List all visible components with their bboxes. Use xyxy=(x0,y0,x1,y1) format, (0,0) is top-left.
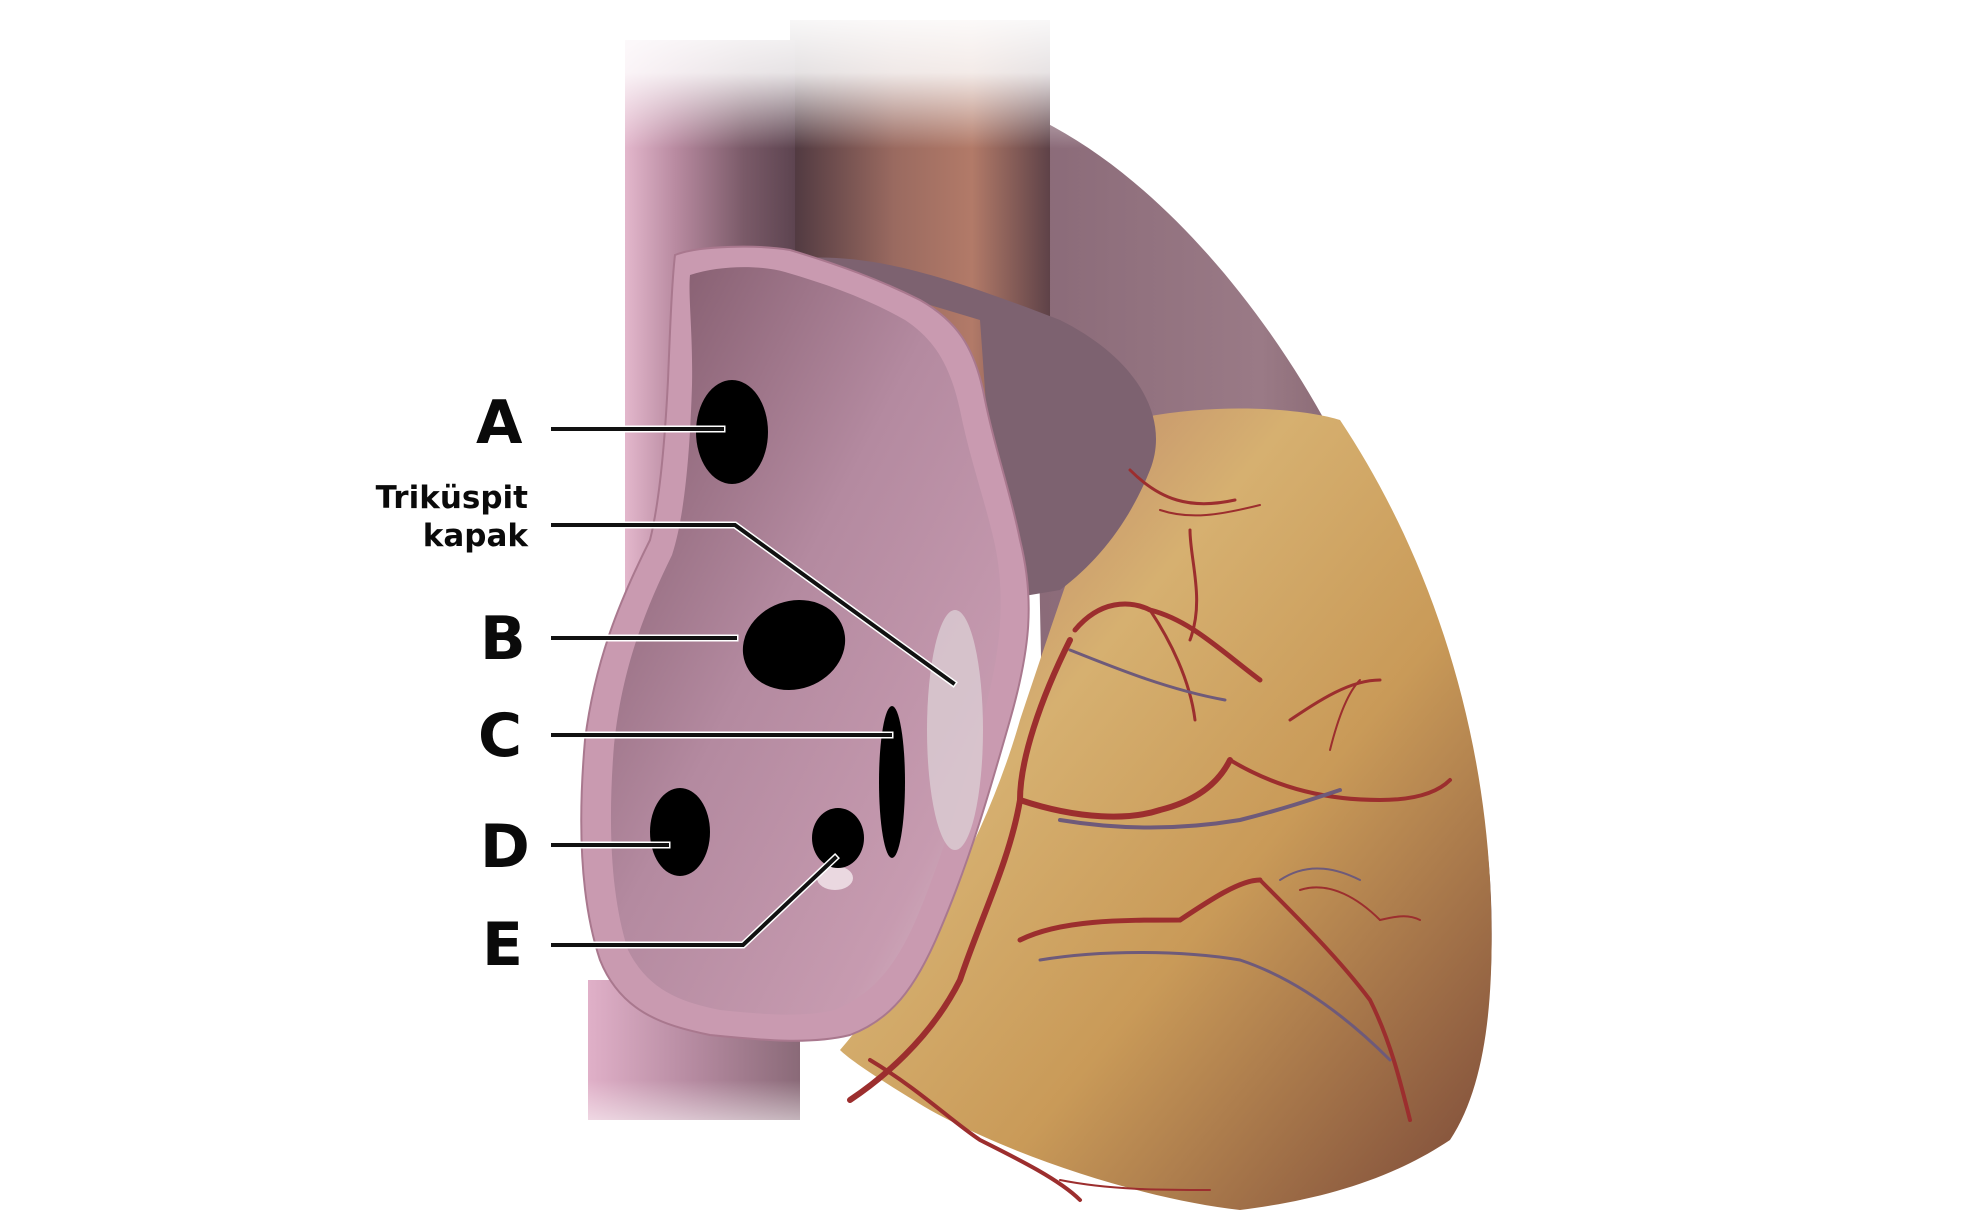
label-E: E xyxy=(482,910,523,980)
right-auricle xyxy=(780,257,1156,600)
marker-E xyxy=(812,808,864,868)
label-markers xyxy=(650,380,905,876)
leader-lines xyxy=(549,425,958,949)
label-tricuspid-line1: Triküspit xyxy=(375,480,528,516)
label-B: B xyxy=(480,604,526,674)
label-C: C xyxy=(478,701,523,771)
tricuspid-valve-region xyxy=(927,610,983,850)
label-A: A xyxy=(476,388,523,458)
marker-A xyxy=(696,380,768,484)
eustachian-valve-glint xyxy=(817,866,853,890)
label-D: D xyxy=(480,812,530,882)
coronary-veins xyxy=(1038,648,1392,1062)
coronary-arteries xyxy=(847,468,1452,1202)
marker-C xyxy=(879,706,905,858)
label-tricuspid-line2: kapak xyxy=(422,517,528,554)
marker-D xyxy=(650,788,710,876)
marker-B xyxy=(742,599,846,691)
label-tricuspid-valve: Triküspit kapak xyxy=(370,480,528,556)
